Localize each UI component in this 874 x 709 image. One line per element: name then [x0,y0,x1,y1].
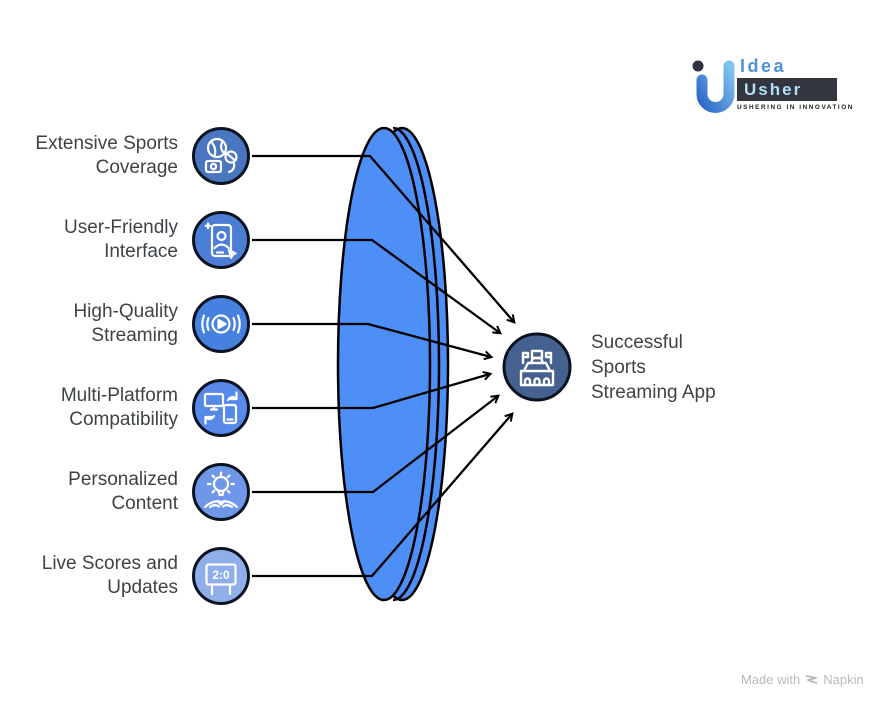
feature-label-live-scores-and-updates: Live Scores and Updates [20,552,178,600]
feature-label-extensive-sports-coverage: Extensive Sports Coverage [20,132,178,180]
feature-label-text: User-Friendly Interface [63,217,178,262]
connector-2 [252,238,503,335]
result-label-text: Successful Sports Streaming App [591,332,716,403]
stadium-icon [501,331,573,403]
made-with-napkin-badge: Made with Napkin [741,672,864,687]
connector-1 [252,154,516,324]
connector-6 [252,412,514,578]
connector-4 [252,371,493,410]
napkin-brand-text: Napkin [823,672,864,687]
phone-user-icon [191,210,251,270]
logo-usher-text: Usher [737,78,837,101]
idea-usher-u-mark-icon [692,60,735,113]
feature-label-personalized-content: Personalized Content [20,468,178,516]
idea-usher-logo: Idea Usher USHERING IN INNOVATION [690,54,854,116]
feature-label-text: Live Scores and Updates [41,553,178,598]
napkin-logo-icon [805,675,818,684]
scoreboard-score-text: 2:0 [212,568,230,582]
logo-idea-text: Idea [740,56,787,76]
feature-label-multi-platform-compatibility: Multi-Platform Compatibility [20,384,178,432]
feature-label-text: High-Quality Streaming [73,301,178,346]
feature-label-user-friendly-interface: User-Friendly Interface [20,216,178,264]
connector-lines [252,154,516,578]
made-with-text: Made with [741,672,801,687]
logo-tagline: USHERING IN INNOVATION [737,104,854,111]
device-sync-icon [191,378,251,438]
feature-label-high-quality-streaming: High-Quality Streaming [20,300,178,348]
connector-3 [252,322,494,361]
feature-label-text: Extensive Sports Coverage [35,133,178,178]
idea-bulb-icon [191,462,251,522]
scoreboard-icon: 2:0 [191,546,251,606]
feature-label-text: Multi-Platform Compatibility [60,385,178,430]
sports-balls-icon [191,126,251,186]
connector-5 [252,394,500,494]
result-label: Successful Sports Streaming App [591,330,731,405]
feature-label-text: Personalized Content [68,469,178,514]
lens-shape [336,126,450,602]
streaming-play-icon [191,294,251,354]
